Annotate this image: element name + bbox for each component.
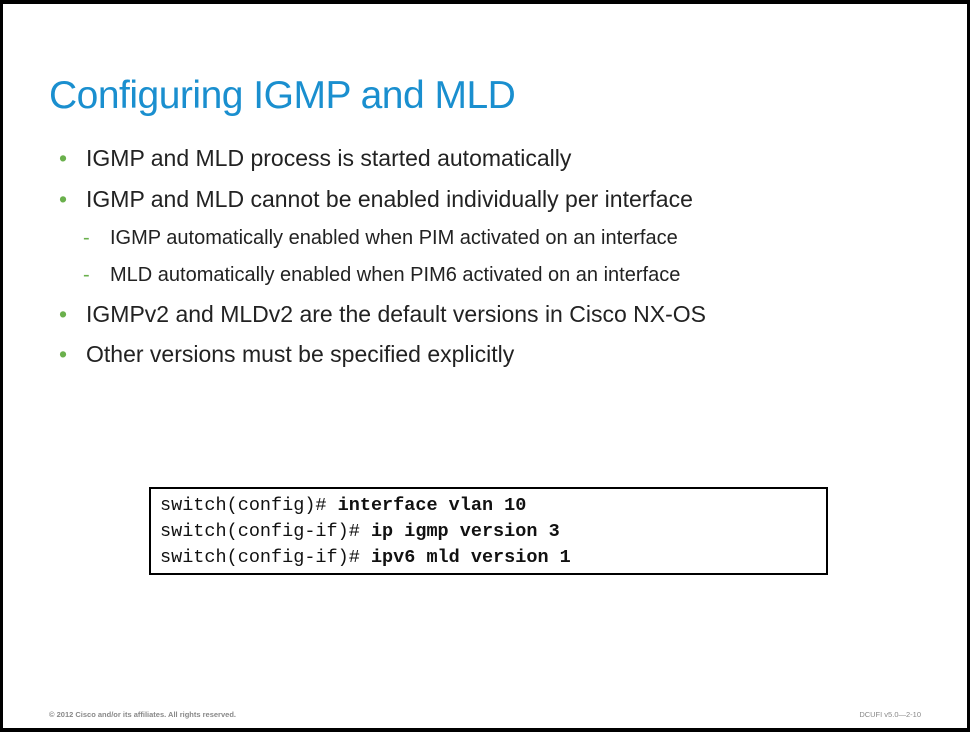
code-command: ip igmp version 3: [370, 521, 560, 542]
bullet-marker: •: [59, 301, 68, 327]
bullet-marker: •: [59, 341, 68, 367]
code-line: switch(config)# interface vlan 10: [160, 493, 826, 519]
code-line: switch(config-if)# ip igmp version 3: [160, 519, 826, 545]
subbullet-text: IGMP automatically enabled when PIM acti…: [110, 227, 678, 249]
cli-code-box: switch(config)# interface vlan 10 switch…: [149, 487, 828, 575]
code-prompt: switch(config)#: [160, 495, 338, 516]
bullet-list: • IGMP and MLD process is started automat…: [3, 4, 967, 728]
bullet-text: IGMP and MLD process is started automati…: [86, 145, 572, 171]
code-command: ipv6 mld version 1: [370, 547, 571, 568]
bullet-item: • Other versions must be specified explic…: [59, 341, 514, 368]
subbullet-marker: -: [83, 264, 90, 286]
code-prompt: switch(config-if)#: [160, 547, 371, 568]
subbullet-item: -IGMP automatically enabled when PIM act…: [83, 227, 678, 250]
code-command: interface vlan 10: [337, 495, 527, 516]
bullet-marker: •: [59, 186, 68, 212]
subbullet-item: -MLD automatically enabled when PIM6 act…: [83, 264, 680, 287]
bullet-item: • IGMPv2 and MLDv2 are the default versio…: [59, 301, 706, 328]
subbullet-text: MLD automatically enabled when PIM6 acti…: [110, 264, 681, 286]
code-prompt: switch(config-if)#: [160, 521, 371, 542]
bullet-text: Other versions must be specified explici…: [86, 341, 515, 367]
bullet-item: • IGMP and MLD cannot be enabled individu…: [59, 186, 693, 213]
slide-title: Configuring IGMP and MLD: [49, 74, 516, 117]
slide-number-footer: DCUFI v5.0—2-10: [859, 710, 921, 719]
copyright-footer: © 2012 Cisco and/or its affiliates. All …: [49, 710, 236, 719]
bullet-marker: •: [59, 145, 68, 171]
bullet-text: IGMPv2 and MLDv2 are the default version…: [86, 301, 706, 327]
bullet-text: IGMP and MLD cannot be enabled individua…: [86, 186, 693, 212]
bullet-item: • IGMP and MLD process is started automat…: [59, 145, 571, 172]
code-line: switch(config-if)# ipv6 mld version 1: [160, 545, 826, 571]
subbullet-marker: -: [83, 227, 90, 249]
